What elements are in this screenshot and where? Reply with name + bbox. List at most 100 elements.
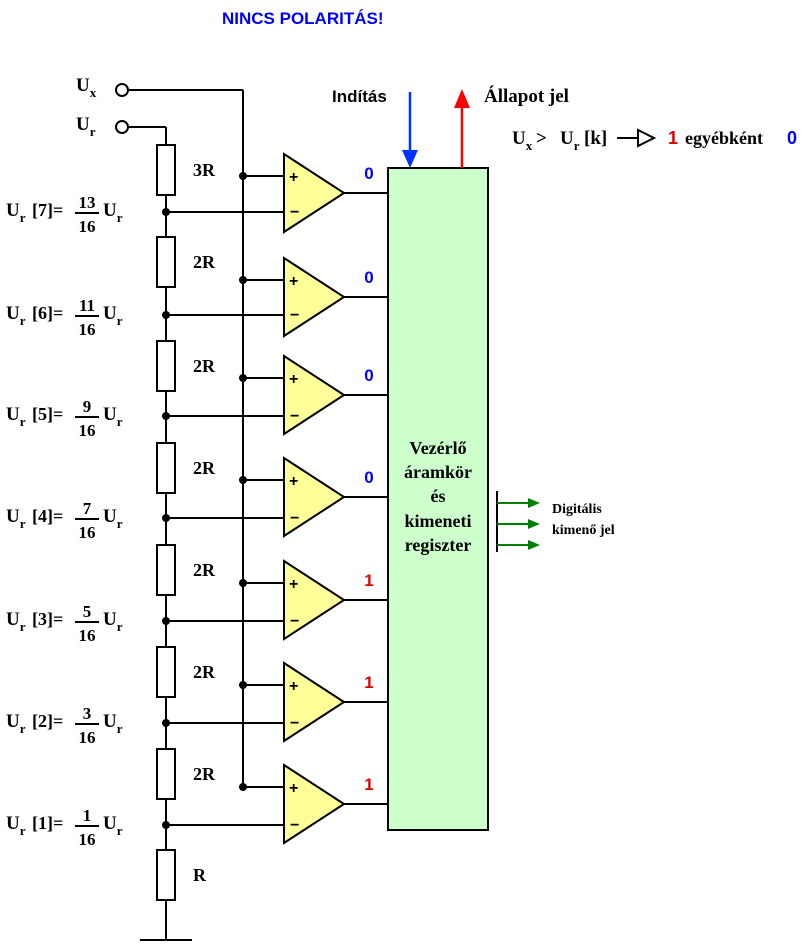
page-title: NINCS POLARITÁS! bbox=[222, 9, 384, 28]
tap-fraction-numerator: 5 bbox=[83, 602, 92, 621]
control-block-label: regiszter bbox=[405, 535, 472, 555]
digital-output-label-1: Digitális bbox=[552, 502, 602, 517]
digital-output-arrow-head bbox=[528, 498, 540, 508]
comparator-opamp bbox=[283, 256, 346, 338]
comparator-output-value: 0 bbox=[364, 366, 373, 385]
rule-gt: > bbox=[536, 128, 547, 149]
comparator-opamp bbox=[283, 559, 346, 641]
resistor-label: 3R bbox=[193, 160, 216, 180]
opamp-minus-sign: − bbox=[290, 408, 299, 425]
resistor-label: 2R bbox=[193, 252, 216, 272]
comparator-output-value: 1 bbox=[364, 571, 373, 590]
resistor bbox=[156, 748, 176, 800]
ux-terminal bbox=[115, 83, 129, 97]
opamp-minus-sign: − bbox=[290, 204, 299, 221]
opamp-plus-sign: + bbox=[289, 273, 298, 290]
tap-fraction-denominator: 16 bbox=[79, 523, 96, 542]
resistor-label: 2R bbox=[193, 356, 216, 376]
digital-output-arrow-head bbox=[528, 519, 540, 529]
status-label: Állapot jel bbox=[484, 85, 569, 107]
start-label: Indítás bbox=[332, 87, 387, 106]
comparator-opamp bbox=[283, 354, 346, 436]
tap-label-ur: Ur bbox=[103, 609, 123, 634]
opamp-plus-sign: + bbox=[289, 473, 298, 490]
tap-label-u: Ur bbox=[6, 813, 26, 838]
opamp-minus-sign: − bbox=[290, 307, 299, 324]
rule-arrow-head bbox=[637, 128, 657, 148]
comparator-opamp bbox=[283, 661, 346, 743]
tap-fraction-numerator: 11 bbox=[79, 296, 95, 315]
control-block bbox=[387, 167, 489, 831]
tap-label-index: [6]= bbox=[32, 303, 63, 323]
tap-fraction-denominator: 16 bbox=[79, 217, 96, 236]
ur-label: Ur bbox=[76, 114, 96, 139]
resistor bbox=[156, 646, 176, 698]
opamp-minus-sign: − bbox=[290, 817, 299, 834]
comparator-opamp bbox=[283, 152, 346, 234]
tap-label-index: [3]= bbox=[32, 609, 63, 629]
tap-label-index: [2]= bbox=[32, 711, 63, 731]
rule-zero: 0 bbox=[787, 128, 797, 148]
tap-label-u: Ur bbox=[6, 200, 26, 225]
start-arrow-head bbox=[402, 150, 418, 168]
resistor bbox=[156, 144, 176, 196]
resistor bbox=[156, 236, 176, 288]
control-block-label: Vezérlő bbox=[409, 438, 466, 458]
digital-output-arrow-head bbox=[528, 540, 540, 550]
resistor bbox=[156, 544, 176, 596]
resistor bbox=[156, 849, 176, 901]
status-arrow-head bbox=[454, 89, 470, 108]
tap-label-ur: Ur bbox=[103, 506, 123, 531]
ur-terminal bbox=[115, 120, 129, 134]
tap-fraction-numerator: 9 bbox=[83, 397, 92, 416]
comparator-opamp bbox=[283, 456, 346, 538]
tap-label-index: [5]= bbox=[32, 404, 63, 424]
resistor-label: 2R bbox=[193, 458, 216, 478]
tap-fraction-denominator: 16 bbox=[79, 830, 96, 849]
control-block-label: és bbox=[431, 486, 446, 506]
tap-fraction-numerator: 1 bbox=[83, 806, 92, 825]
resistor-label: R bbox=[193, 865, 207, 885]
digital-output-label-2: kimenő jel bbox=[552, 523, 615, 538]
opamp-minus-sign: − bbox=[290, 715, 299, 732]
tap-label-u: Ur bbox=[6, 506, 26, 531]
rule-k: [k] bbox=[584, 128, 607, 149]
opamp-minus-sign: − bbox=[290, 510, 299, 527]
tap-label-u: Ur bbox=[6, 711, 26, 736]
tap-label-ur: Ur bbox=[103, 303, 123, 328]
opamp-plus-sign: + bbox=[289, 169, 298, 186]
opamp-plus-sign: + bbox=[289, 678, 298, 695]
comparator-output-value: 0 bbox=[364, 268, 373, 287]
tap-fraction-denominator: 16 bbox=[79, 320, 96, 339]
comparator-output-value: 0 bbox=[364, 468, 373, 487]
tap-label-index: [1]= bbox=[32, 813, 63, 833]
tap-label-u: Ur bbox=[6, 609, 26, 634]
opamp-plus-sign: + bbox=[289, 371, 298, 388]
control-block-label: kimeneti bbox=[405, 511, 472, 531]
comparator-output-value: 0 bbox=[364, 164, 373, 183]
tap-fraction-denominator: 16 bbox=[79, 728, 96, 747]
opamp-plus-sign: + bbox=[289, 780, 298, 797]
comparator-output-value: 1 bbox=[364, 775, 373, 794]
ux-label: Ux bbox=[76, 75, 97, 100]
comparator-opamp bbox=[283, 763, 346, 845]
resistor bbox=[156, 340, 176, 392]
tap-label-u: Ur bbox=[6, 303, 26, 328]
resistor bbox=[156, 442, 176, 494]
control-block-label: áramkör bbox=[404, 462, 472, 482]
tap-label-index: [7]= bbox=[32, 200, 63, 220]
tap-label-ur: Ur bbox=[103, 200, 123, 225]
rule-one: 1 bbox=[668, 128, 678, 148]
opamp-plus-sign: + bbox=[289, 576, 298, 593]
resistor-label: 2R bbox=[193, 662, 216, 682]
tap-label-ur: Ur bbox=[103, 404, 123, 429]
resistor-label: 2R bbox=[193, 764, 216, 784]
tap-fraction-denominator: 16 bbox=[79, 626, 96, 645]
opamp-minus-sign: − bbox=[290, 613, 299, 630]
tap-fraction-denominator: 16 bbox=[79, 421, 96, 440]
tap-label-index: [4]= bbox=[32, 506, 63, 526]
tap-label-u: Ur bbox=[6, 404, 26, 429]
rule-ur: Ur bbox=[560, 128, 580, 153]
